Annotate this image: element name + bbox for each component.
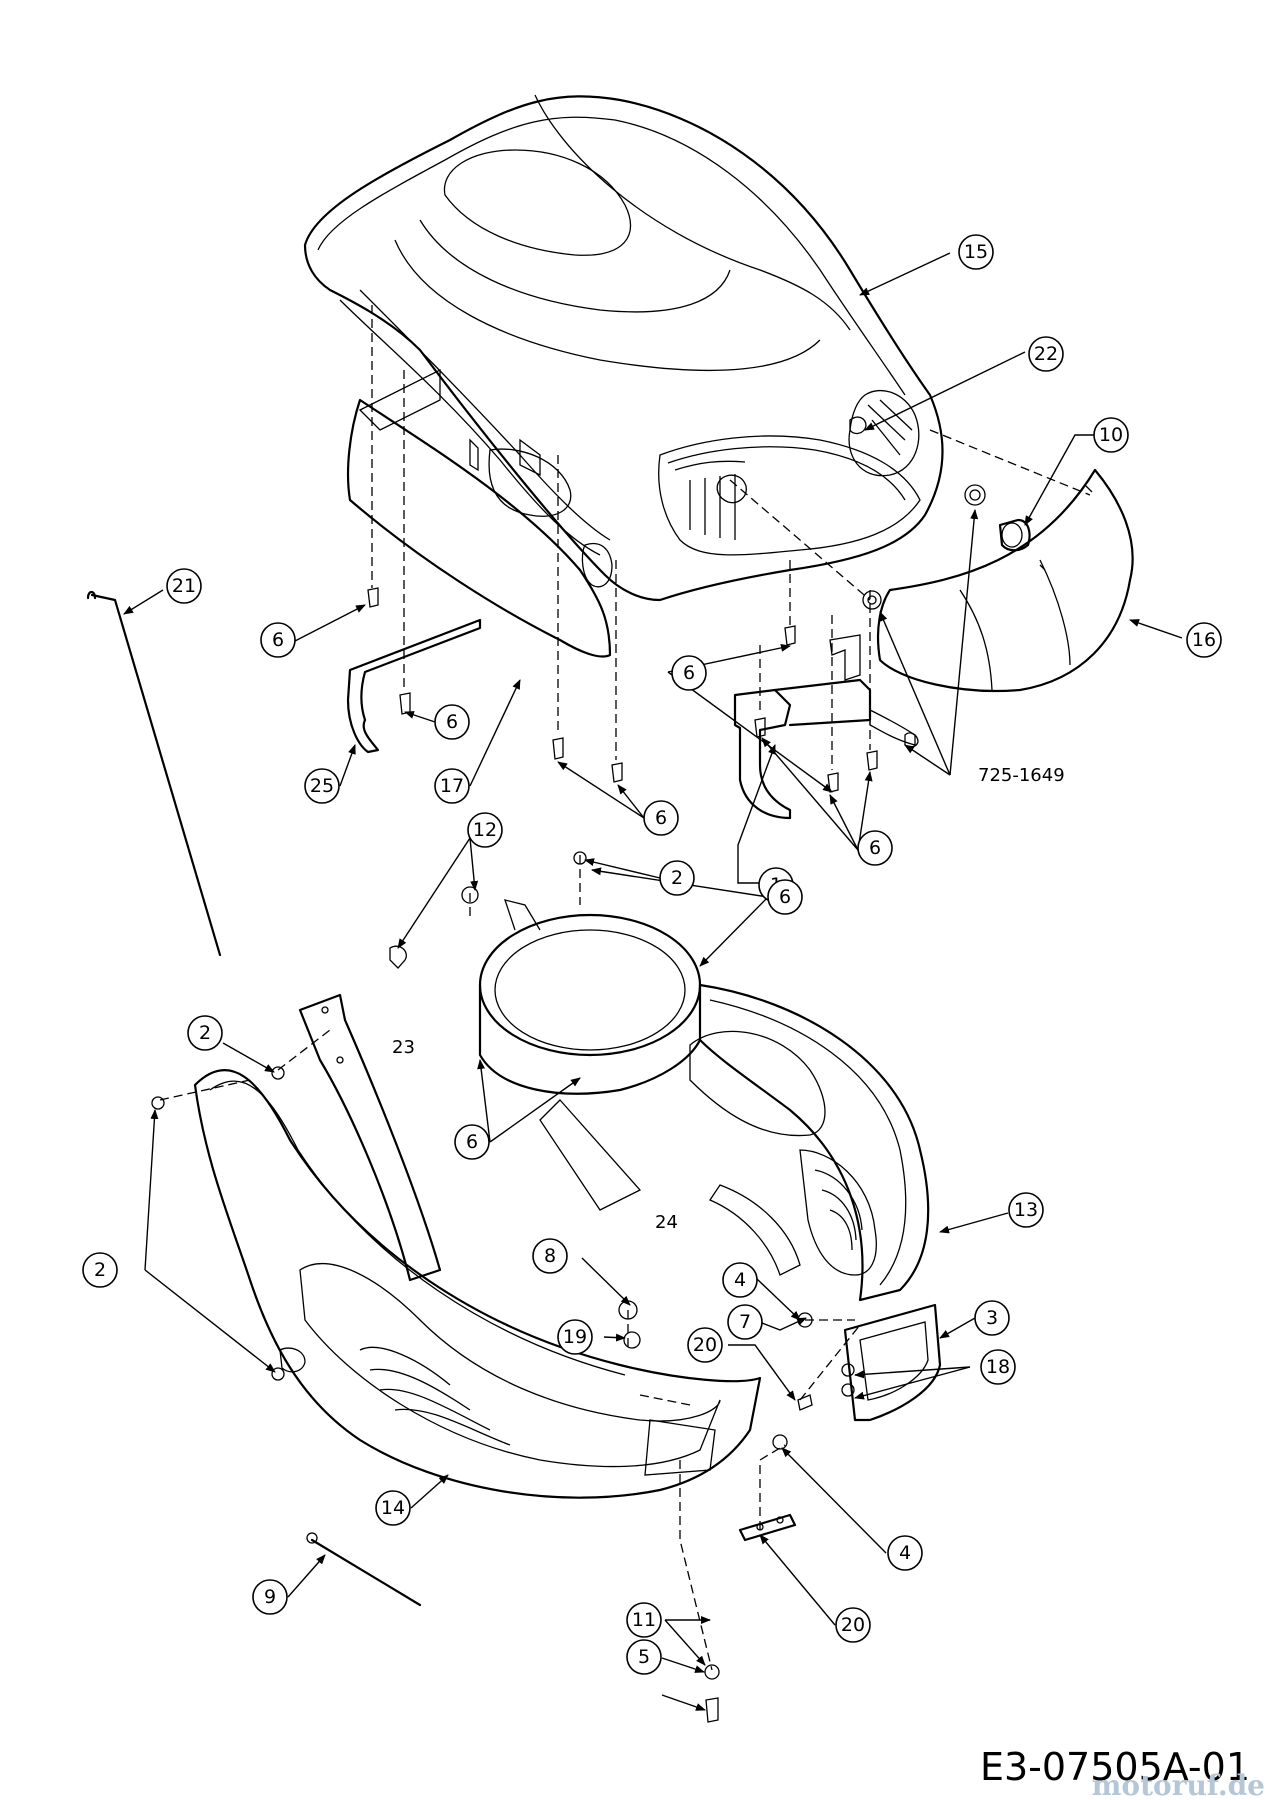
svg-text:2: 2 [199,1022,211,1044]
svg-text:14: 14 [381,1497,405,1519]
svg-text:16: 16 [1192,629,1216,651]
callout-5: 5 [626,1639,662,1675]
svg-text:20: 20 [693,1334,717,1356]
front-body-13-part [689,983,930,1302]
label-23: 23 [392,1037,415,1058]
svg-text:5: 5 [638,1646,650,1668]
svg-text:9: 9 [264,1586,276,1608]
callout-8: 8 [532,1238,568,1274]
watermark: motoruf.de [1092,1769,1265,1800]
svg-text:15: 15 [964,241,988,263]
callout-4: 4 [722,1262,758,1298]
callout-20: 20 [835,1607,871,1643]
callout-16: 16 [1186,622,1222,658]
svg-text:7: 7 [739,1311,751,1333]
callout-14: 14 [375,1490,411,1526]
callout-20: 20 [687,1327,723,1363]
svg-text:6: 6 [655,807,667,829]
callout-11: 11 [626,1602,662,1638]
svg-text:10: 10 [1099,424,1123,446]
callout-17: 17 [434,768,470,804]
callout-22: 22 [1028,336,1064,372]
svg-text:12: 12 [473,819,497,841]
cable-tie-9-part [306,1532,422,1607]
callout-6: 6 [434,704,470,740]
svg-text:22: 22 [1034,343,1058,365]
bracket-25-part [346,618,482,754]
clip-725-1649-part [862,484,986,610]
svg-text:6: 6 [779,886,791,908]
callout-2: 2 [82,1252,118,1288]
callout-18: 18 [980,1349,1016,1385]
svg-text:6: 6 [683,662,695,684]
callout-6: 6 [260,622,296,658]
panel-23-part [298,993,442,1282]
fasteners [151,587,878,1723]
callout-15: 15 [958,234,994,270]
assembly-lines [159,305,1091,1671]
svg-text:4: 4 [734,1269,746,1291]
svg-text:6: 6 [466,1131,478,1153]
callout-9: 9 [252,1579,288,1615]
callout-6: 6 [454,1124,490,1160]
callout-4: 4 [887,1535,923,1571]
svg-text:25: 25 [310,775,334,797]
callout-6: 6 [767,879,803,915]
svg-text:6: 6 [446,711,458,733]
callout-12: 12 [467,812,503,848]
callout-21: 21 [166,568,202,604]
bracket-1-part [733,634,919,820]
lower-body-14-part [193,1069,762,1499]
svg-text:20: 20 [841,1614,865,1636]
callout-25: 25 [304,768,340,804]
svg-text:19: 19 [563,1326,587,1348]
svg-text:21: 21 [172,575,196,597]
dash-ring-part [478,899,702,1211]
callout-6: 6 [857,830,893,866]
svg-text:2: 2 [94,1259,106,1281]
windscreen-16-part [876,468,1134,693]
svg-text:18: 18 [986,1356,1010,1378]
svg-text:17: 17 [440,775,464,797]
callout-6: 6 [671,655,707,691]
svg-text:6: 6 [272,629,284,651]
knob-10-part [998,518,1031,552]
callout-6: 6 [643,800,679,836]
callout-2: 2 [659,860,695,896]
part-number-label: 725-1649 [978,765,1065,786]
svg-text:6: 6 [869,837,881,859]
svg-text:2: 2 [671,867,683,889]
callout-19: 19 [557,1319,593,1355]
svg-text:3: 3 [986,1307,998,1329]
svg-text:8: 8 [544,1245,556,1267]
svg-text:11: 11 [632,1609,656,1631]
label-24: 24 [655,1212,678,1233]
callout-10: 10 [1093,417,1129,453]
callouts: 15 22 10 16 6 6 6 6 6 25 17 21 12 2 1 6 … [82,234,1222,1675]
strap-20-part [738,1513,797,1542]
leader-lines [123,252,1183,1711]
bracket-3-part [843,1303,942,1422]
svg-text:13: 13 [1014,1199,1038,1221]
callout-7: 7 [727,1304,763,1340]
callout-3: 3 [974,1300,1010,1336]
svg-text:4: 4 [899,1542,911,1564]
callout-13: 13 [1008,1192,1044,1228]
hood-part [303,94,944,658]
rod-21-part [86,590,222,957]
callout-2: 2 [187,1015,223,1051]
diagram-code: E3-07505A-01 [980,1745,1250,1789]
